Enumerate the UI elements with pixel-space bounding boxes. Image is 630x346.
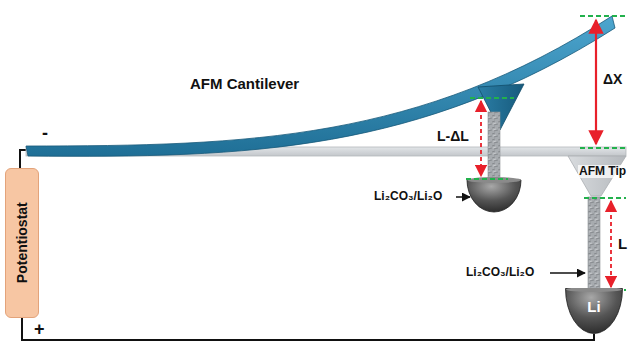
dimension-arrow <box>480 101 482 176</box>
li-dome <box>467 180 521 212</box>
part-label: L <box>618 236 627 253</box>
instrument-name: Potentiostat <box>14 203 29 284</box>
reference-lines <box>466 16 626 290</box>
li-electrode: Li <box>565 288 623 334</box>
filament <box>488 112 500 180</box>
li-dome-top <box>467 177 521 183</box>
leader-arrow <box>550 272 585 274</box>
part-label: Li₂CO₃/Li₂O <box>466 266 534 279</box>
part-label: Li₂CO₃/Li₂O <box>374 190 442 203</box>
terminal-sign: + <box>34 320 45 340</box>
filament <box>588 197 600 290</box>
leader-arrow <box>456 196 470 198</box>
potentiostat-box: Potentiostat <box>5 168 39 318</box>
cantilever-deflected <box>26 16 615 156</box>
li-dome-shape <box>566 289 623 334</box>
electrode-name: Li <box>587 299 600 316</box>
li-dome-top <box>566 288 622 292</box>
part-label: ΔX <box>603 72 622 87</box>
dimension-arrow <box>595 20 597 144</box>
circuit-wire <box>22 318 594 340</box>
terminal-sign: - <box>42 124 48 144</box>
part-label: L-ΔL <box>437 129 469 144</box>
part-label: AFM Cantilever <box>190 76 299 93</box>
part-label: AFM Tip <box>578 165 627 178</box>
afm-tip-deflected <box>478 84 524 130</box>
dimension-arrow <box>610 201 612 287</box>
